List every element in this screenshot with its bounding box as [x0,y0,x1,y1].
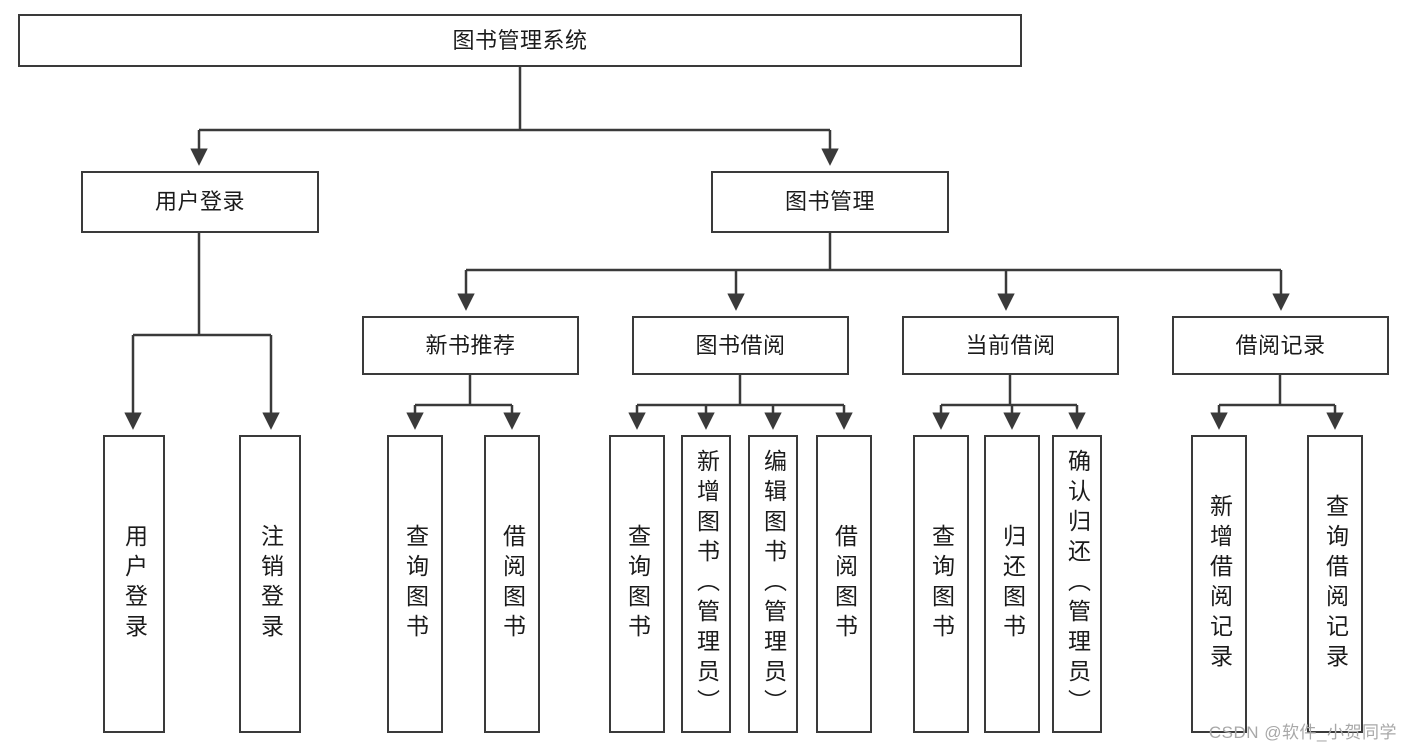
node-leaf-query-book-3[interactable]: 查询图书 [913,435,969,733]
node-new-book-recommend-label: 新书推荐 [425,332,516,358]
node-leaf-borrow-book-1-label: 借阅图书 [499,524,526,644]
node-leaf-query-borrow-record-label: 查询借阅记录 [1322,494,1349,674]
node-leaf-add-book-admin-label: 新增图书（管理员） [693,449,720,719]
node-leaf-confirm-return-admin[interactable]: 确认归还（管理员） [1052,435,1102,733]
node-root-label: 图书管理系统 [452,27,588,53]
node-leaf-edit-book-admin[interactable]: 编辑图书（管理员） [748,435,798,733]
node-leaf-user-login[interactable]: 用户登录 [103,435,165,733]
node-leaf-query-book-2[interactable]: 查询图书 [609,435,665,733]
node-leaf-query-borrow-record[interactable]: 查询借阅记录 [1307,435,1363,733]
node-root[interactable]: 图书管理系统 [18,14,1022,67]
node-borrow-record-label: 借阅记录 [1235,332,1326,358]
node-book-borrow-label: 图书借阅 [695,332,786,358]
node-leaf-add-borrow-record[interactable]: 新增借阅记录 [1191,435,1247,733]
node-leaf-edit-book-admin-label: 编辑图书（管理员） [760,449,787,719]
node-leaf-query-book-2-label: 查询图书 [624,524,651,644]
node-user-login[interactable]: 用户登录 [81,171,319,233]
node-book-manage[interactable]: 图书管理 [711,171,949,233]
node-leaf-add-book-admin[interactable]: 新增图书（管理员） [681,435,731,733]
node-current-borrow-label: 当前借阅 [965,332,1056,358]
node-leaf-return-book[interactable]: 归还图书 [984,435,1040,733]
node-book-manage-label: 图书管理 [784,189,875,215]
node-leaf-query-book-1-label: 查询图书 [402,524,429,644]
node-leaf-logout[interactable]: 注销登录 [239,435,301,733]
node-leaf-logout-label: 注销登录 [257,524,284,644]
node-book-borrow[interactable]: 图书借阅 [632,316,849,375]
node-leaf-query-book-3-label: 查询图书 [928,524,955,644]
node-leaf-add-borrow-record-label: 新增借阅记录 [1206,494,1233,674]
node-leaf-user-login-label: 用户登录 [121,524,148,644]
node-leaf-return-book-label: 归还图书 [999,524,1026,644]
node-leaf-borrow-book-2-label: 借阅图书 [831,524,858,644]
node-leaf-query-book-1[interactable]: 查询图书 [387,435,443,733]
node-user-login-label: 用户登录 [154,189,245,215]
node-leaf-confirm-return-admin-label: 确认归还（管理员） [1064,449,1091,719]
node-new-book-recommend[interactable]: 新书推荐 [362,316,579,375]
watermark: CSDN @软件_小贺同学 [1208,723,1397,742]
node-borrow-record[interactable]: 借阅记录 [1172,316,1389,375]
node-leaf-borrow-book-2[interactable]: 借阅图书 [816,435,872,733]
node-leaf-borrow-book-1[interactable]: 借阅图书 [484,435,540,733]
node-current-borrow[interactable]: 当前借阅 [902,316,1119,375]
